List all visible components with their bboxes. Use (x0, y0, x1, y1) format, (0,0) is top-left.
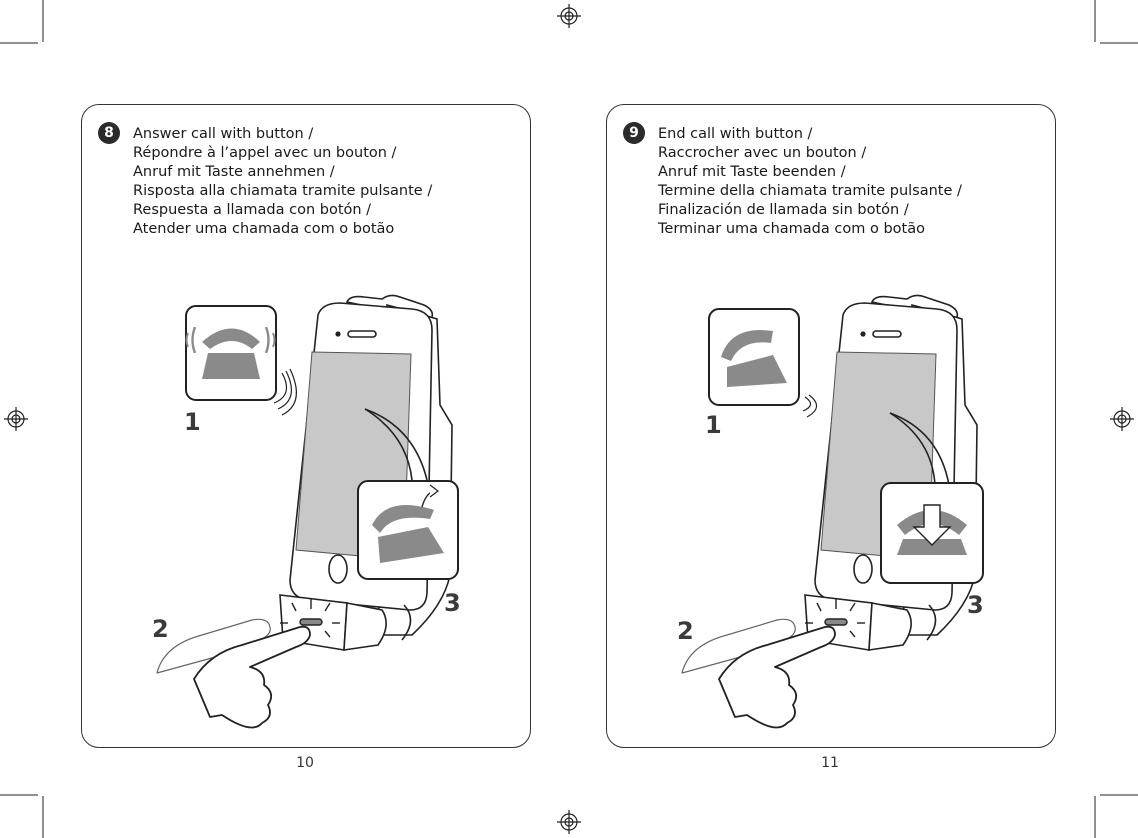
caption-list: Answer call with button / Répondre à l’a… (133, 125, 432, 239)
page-number-right: 11 (821, 755, 839, 771)
answer-call-illustration (156, 294, 459, 729)
caption-fr: Répondre à l’appel avec un bouton / (133, 145, 397, 161)
step-label-1: 1 (184, 408, 201, 436)
step-badge: 8 (98, 122, 120, 144)
step-label-3: 3 (967, 591, 984, 619)
caption-pt: Terminar uma chamada com o botão (658, 221, 925, 237)
caption-de: Anruf mit Taste beenden / (658, 164, 846, 180)
button-light-icon (805, 599, 865, 638)
step-label-2: 2 (152, 615, 169, 643)
caption-en: Answer call with button / (133, 126, 314, 142)
hang-up-button-icon (880, 482, 984, 584)
end-call-illustration (681, 294, 984, 729)
step-label-2: 2 (677, 617, 694, 645)
crosshair-top (557, 4, 581, 28)
step-badge: 9 (623, 122, 645, 144)
handset-lift-button-icon (357, 480, 459, 580)
crosshair-left (4, 407, 28, 431)
caption-en: End call with button / (658, 126, 813, 142)
page-number-left: 10 (296, 755, 314, 771)
iphone-in-holder (804, 294, 978, 651)
callout-arrow (364, 408, 428, 481)
caption-de: Anruf mit Taste annehmen / (133, 164, 335, 180)
instruction-panel-end-call: 9 End call with button / Raccrocher avec… (606, 104, 1056, 748)
step-label-3: 3 (444, 589, 461, 617)
caption-es: Finalización de llamada sin botón / (658, 202, 909, 218)
button-light-icon (280, 599, 340, 638)
crosshair-bottom (557, 810, 581, 834)
caption-list: End call with button / Raccrocher avec u… (658, 125, 962, 239)
pointing-hand-icon (156, 618, 311, 729)
callout-arrow (889, 412, 950, 486)
crosshair-right (1110, 407, 1134, 431)
phone-handset-button-icon (708, 308, 818, 418)
caption-es: Respuesta a llamada con botón / (133, 202, 372, 218)
step-label-1: 1 (705, 411, 722, 439)
pointing-hand-icon (681, 618, 836, 729)
caption-pt: Atender uma chamada com o botão (133, 221, 395, 237)
instruction-panel-answer-call: 8 Answer call with button / Répondre à l… (81, 104, 531, 748)
caption-it: Termine della chiamata tramite pulsante … (658, 183, 962, 199)
caption-it: Risposta alla chiamata tramite pulsante … (133, 183, 433, 199)
ringing-phone-button-icon (185, 305, 297, 416)
iphone-in-holder (279, 294, 453, 651)
caption-fr: Raccrocher avec un bouton / (658, 145, 867, 161)
